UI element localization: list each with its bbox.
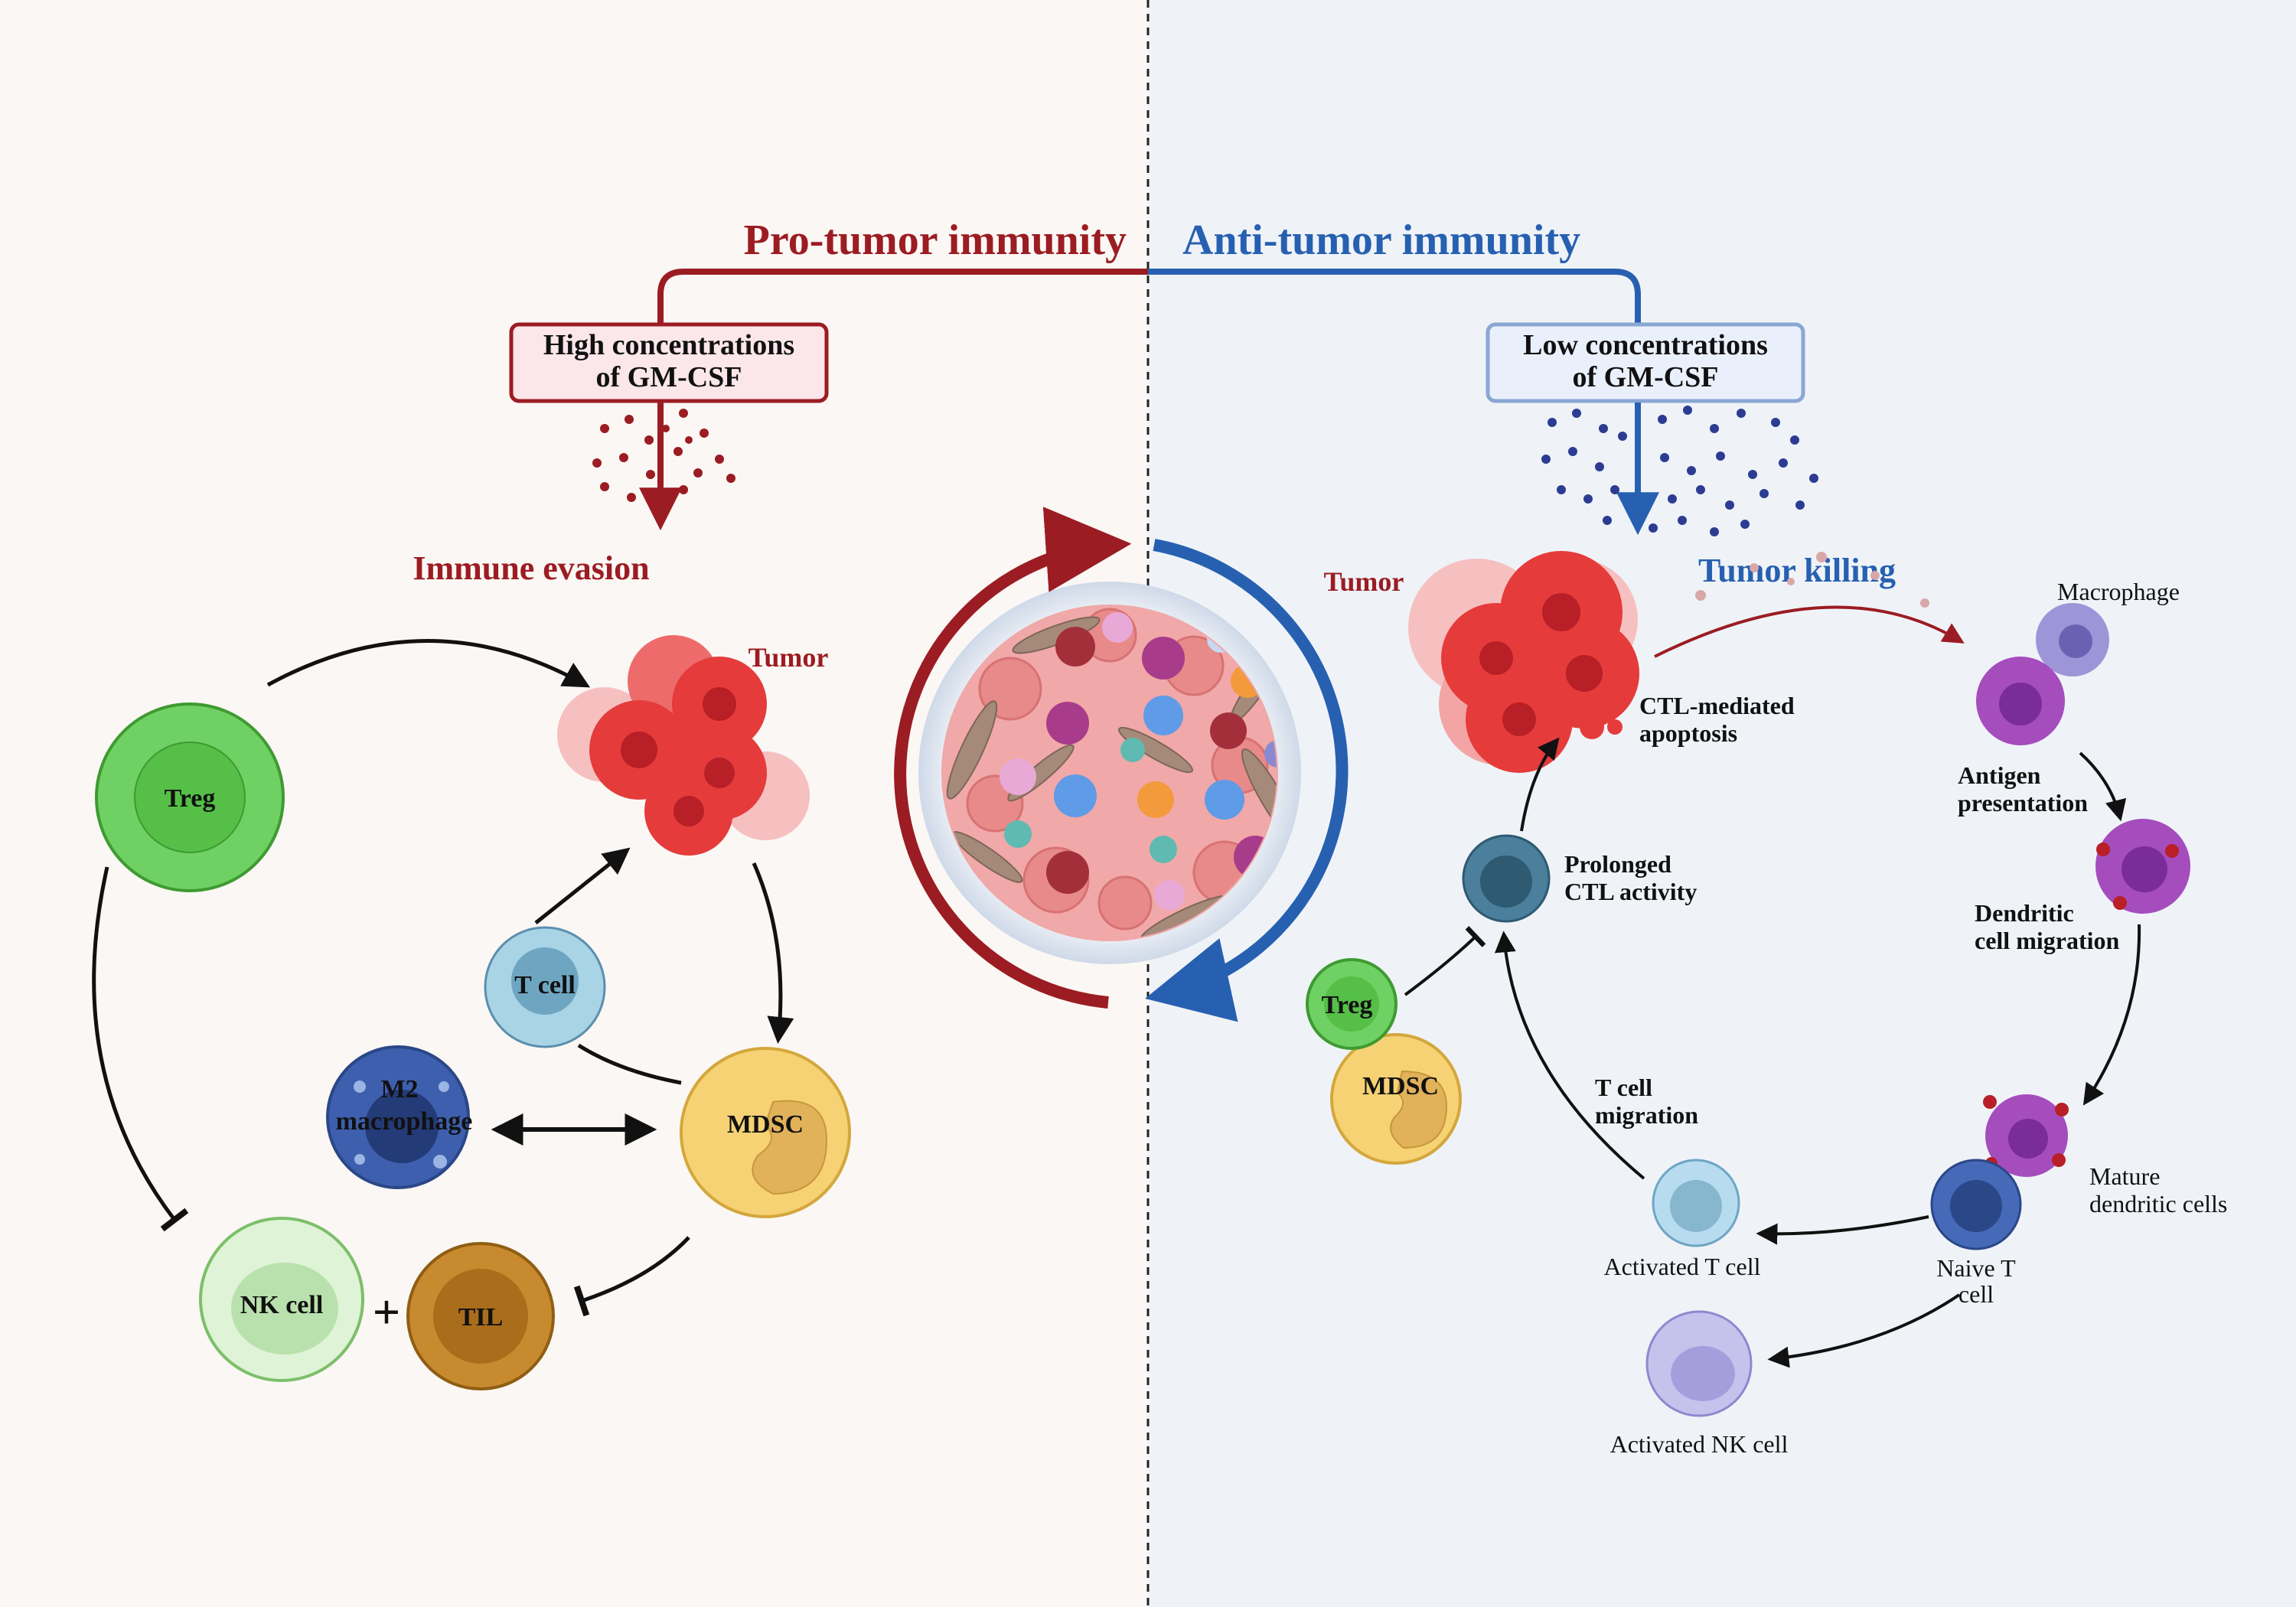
right-mdsc-cell (1330, 1033, 1462, 1165)
antigen-presentation-line1: Antigen (1958, 761, 2041, 789)
til-label: TIL (458, 1303, 504, 1332)
mature-dc-line1: Mature (2089, 1162, 2160, 1190)
prolonged-ctl-cell (1462, 834, 1551, 923)
high-gmcsf-line2: of GM-CSF (595, 361, 742, 393)
t-cell-to-tumor-arrow (534, 847, 631, 924)
dc-migration-line2: cell migration (1975, 927, 2119, 954)
left-mdsc-label: MDSC (727, 1110, 804, 1139)
left-nk-cell-label: NK cell (240, 1291, 324, 1319)
macrophage-label: Macrophage (2057, 578, 2180, 605)
t-cell-mdsc-link (577, 1043, 682, 1085)
til-cell (406, 1242, 555, 1390)
low-gmcsf-line2: of GM-CSF (1572, 361, 1718, 393)
right-tumor-label: Tumor (1324, 566, 1404, 597)
m2-macrophage-label-line1: M2 (380, 1075, 418, 1103)
antigen-presenting-dc (1976, 657, 2065, 745)
left-mdsc-cell (680, 1047, 851, 1218)
high-gmcsf-line1: High concentrations (543, 329, 794, 361)
activated-nk-label: Activated NK cell (1610, 1430, 1789, 1458)
dc-migration-line1: Dendritic (1975, 899, 2074, 927)
naive-t-line2: cell (1958, 1280, 1994, 1308)
migrating-dendritic-cell (2095, 819, 2190, 914)
right-treg-label: Treg (1322, 991, 1373, 1019)
right-treg-cell (1306, 958, 1397, 1050)
pro-tumor-bracket (657, 269, 1148, 324)
naive-to-activated-nk-arrow (1767, 1293, 1961, 1368)
prolonged-ctl-line1: Prolonged (1564, 850, 1671, 878)
mature-dc-line2: dendritic cells (2089, 1190, 2227, 1217)
mdsc-inhibits-til-line (573, 1236, 690, 1317)
high-gmcsf-particles (592, 409, 735, 502)
naive-to-activated-t-arrow (1756, 1215, 1929, 1245)
pro-tumor-title: Pro-tumor immunity (744, 217, 1127, 264)
left-t-cell (484, 926, 606, 1048)
ctl-apoptosis-line2: apoptosis (1639, 719, 1737, 747)
anti-tumor-cycle-arrow (1145, 539, 1349, 1022)
treg-to-tumor-arrow (266, 639, 591, 688)
left-tumor-label: Tumor (748, 642, 829, 673)
anti-tumor-bracket (1148, 269, 1641, 324)
right-mdsc-label: MDSC (1362, 1072, 1439, 1100)
m2-macrophage-label-line2: macrophage (336, 1107, 473, 1136)
tumor-to-mdsc-arrow (752, 862, 794, 1044)
m2-macrophage-cell (326, 1045, 470, 1189)
prolonged-ctl-line2: CTL activity (1564, 878, 1697, 905)
mature-dendritic-cell (1983, 1094, 2069, 1177)
left-nk-cell (199, 1217, 364, 1382)
activated-nk-cell (1645, 1310, 1753, 1417)
tumor-antigen-particles (1695, 552, 1929, 608)
left-treg-label: Treg (165, 784, 216, 813)
low-gmcsf-particles (1541, 406, 1818, 536)
plus-sign: + (373, 1285, 400, 1339)
ctl-apoptosis-line1: CTL-mediated (1639, 692, 1795, 719)
low-gmcsf-line1: Low concentrations (1523, 329, 1768, 361)
left-tumor-cluster (557, 635, 810, 856)
low-gmcsf-box (1486, 322, 1805, 403)
tumor-killing-title: Tumor killing (1698, 552, 1896, 589)
naive-t-line1: Naive T (1936, 1254, 2016, 1282)
treg-inhibits-ctl-line (1404, 926, 1486, 996)
left-t-cell-label: T cell (514, 971, 576, 999)
immune-evasion-title: Immune evasion (413, 549, 649, 587)
tumor-to-macrophage-arrow (1654, 605, 1965, 658)
antigen-to-dc-migration-arrow (2079, 751, 2127, 822)
t-cell-migration-arrow (1494, 931, 1645, 1180)
activated-t-cell (1652, 1159, 1740, 1247)
dc-to-mature-dc-arrow (2082, 924, 2141, 1106)
t-migration-line1: T cell (1595, 1074, 1652, 1101)
activated-t-label: Activated T cell (1604, 1253, 1761, 1280)
naive-t-cell (1930, 1159, 2022, 1250)
antigen-presentation-line2: presentation (1958, 789, 2088, 817)
ctl-to-tumor-arrow (1520, 737, 1560, 832)
left-treg-cell (95, 702, 285, 892)
macrophage-cell (2036, 603, 2109, 676)
treg-inhibits-nk-line (92, 866, 189, 1232)
t-migration-line2: migration (1595, 1101, 1698, 1129)
pro-tumor-cycle-arrow (894, 507, 1132, 1009)
tumor-microenvironment (918, 582, 1301, 964)
anti-tumor-title: Anti-tumor immunity (1182, 217, 1580, 264)
high-gmcsf-box (509, 322, 829, 403)
